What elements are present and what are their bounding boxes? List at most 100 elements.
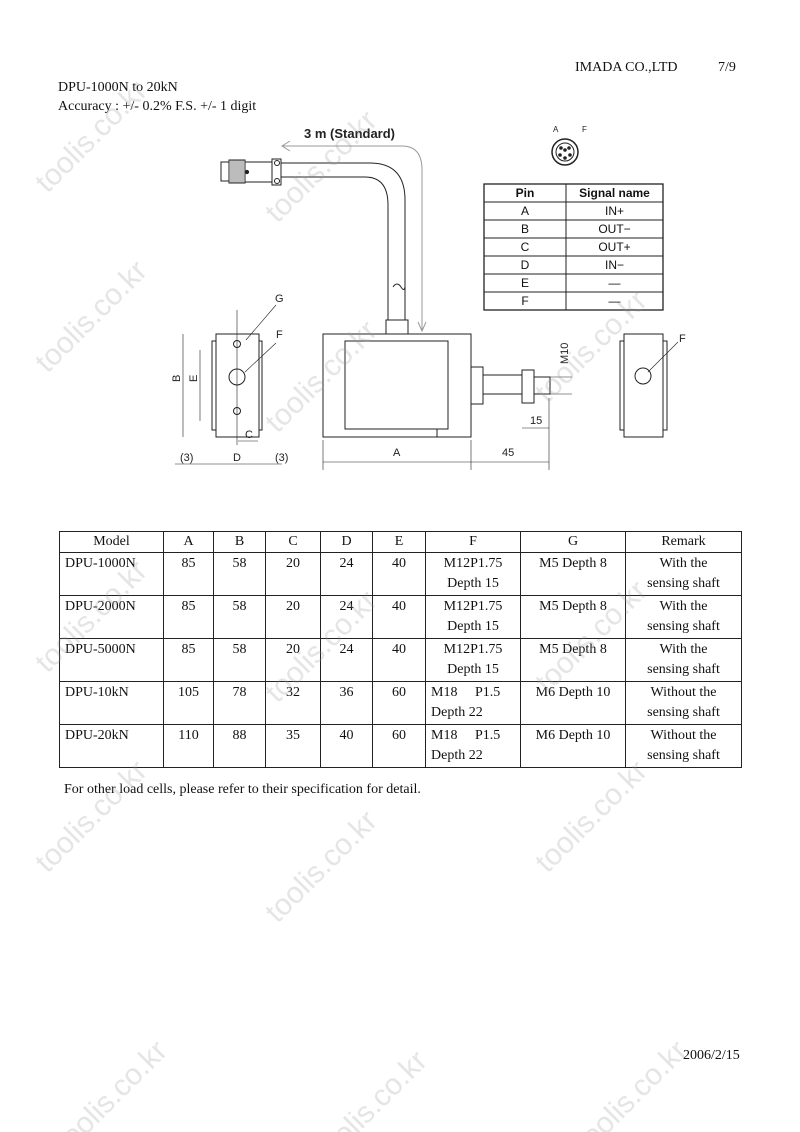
company-name: IMADA CO.,LTD — [575, 60, 678, 75]
cell-text: 20 — [286, 599, 300, 614]
note-text: For other load cells, please refer to th… — [64, 782, 421, 797]
pin-table-cell: — — [609, 276, 621, 290]
watermark: toolis.co.kr — [568, 1034, 694, 1132]
table-cell: 36 — [320, 681, 373, 725]
column-header: D — [320, 531, 373, 553]
cell-text: 35 — [286, 728, 300, 743]
cell-text: M12P1.75 — [443, 599, 503, 614]
cell-text: DPU-2000N — [65, 599, 136, 614]
svg-text:G: G — [275, 293, 284, 305]
column-header: G — [520, 531, 626, 553]
table-cell: DPU-10kN — [59, 681, 164, 725]
table-cell: 35 — [265, 724, 321, 768]
table-cell: 58 — [213, 552, 266, 596]
table-cell: 85 — [163, 552, 214, 596]
cell-text: 32 — [286, 685, 300, 700]
table-cell: M6 Depth 10 — [520, 724, 626, 768]
cable-length-arrow — [282, 145, 423, 330]
connector-icon — [220, 158, 282, 186]
cell-text: M12P1.75 — [443, 556, 503, 571]
column-header: C — [265, 531, 321, 553]
page-number: 7/9 — [718, 60, 736, 75]
table-cell: 60 — [372, 724, 426, 768]
cell-text: 60 — [392, 685, 406, 700]
side-view-left: G F B E C (3) D (3) — [171, 293, 288, 465]
svg-text:B: B — [171, 375, 183, 382]
cell-text: M5 Depth 8 — [539, 642, 607, 657]
pin-table-cell: OUT+ — [598, 240, 630, 254]
cell-text: 58 — [232, 642, 247, 657]
cell-text: 40 — [339, 728, 354, 743]
cable-length-label: 3 m (Standard) — [304, 126, 395, 141]
svg-text:M10: M10 — [559, 343, 571, 364]
cell-text: 36 — [339, 685, 354, 700]
cell-text: 110 — [178, 728, 199, 743]
cell-text: 85 — [181, 556, 196, 571]
svg-text:C: C — [245, 429, 253, 441]
cell-text: DPU-5000N — [65, 642, 136, 657]
table-cell: 78 — [213, 681, 266, 725]
table-cell: 20 — [265, 638, 321, 682]
date-text: 2006/2/15 — [683, 1048, 740, 1063]
pin-table-cell: B — [521, 222, 529, 236]
cell-text: 88 — [232, 728, 247, 743]
table-cell: 40 — [372, 638, 426, 682]
cell-text: 24 — [339, 642, 354, 657]
cell-text: M12P1.75 — [443, 642, 503, 657]
pin-table-cell: IN+ — [605, 204, 624, 218]
svg-text:D: D — [233, 452, 241, 464]
cell-text: M18 P1.5 — [431, 728, 501, 743]
svg-text:(3): (3) — [275, 452, 288, 464]
table-cell: 24 — [320, 638, 373, 682]
cell-text: M6 Depth 10 — [535, 728, 611, 743]
cable — [281, 162, 406, 320]
svg-text:F: F — [679, 333, 686, 345]
cell-text: DPU-20kN — [65, 728, 129, 743]
cell-text: 78 — [232, 685, 247, 700]
connector-face-icon: A F — [551, 125, 587, 166]
table-cell: 24 — [320, 595, 373, 639]
table-cell: 20 — [265, 595, 321, 639]
table-cell: 58 — [213, 595, 266, 639]
watermark: toolis.co.kr — [28, 754, 154, 880]
svg-text:F: F — [582, 125, 587, 134]
cell-text: 85 — [181, 642, 196, 657]
table-cell: 20 — [265, 552, 321, 596]
svg-text:E: E — [188, 375, 200, 382]
cell-text: sensing shaft — [647, 705, 720, 720]
table-cell: M5 Depth 8 — [520, 595, 626, 639]
svg-text:45: 45 — [502, 447, 514, 459]
table-cell: 110 — [163, 724, 214, 768]
cell-text: M5 Depth 8 — [539, 556, 607, 571]
table-cell: 40 — [372, 595, 426, 639]
cell-text: 58 — [232, 599, 247, 614]
column-header: Model — [59, 531, 164, 553]
cell-text: Depth 15 — [447, 662, 499, 677]
cell-text: M18 P1.5 — [431, 685, 501, 700]
load-cell-drawing: 3 m (Standard) A F P — [171, 125, 686, 470]
cell-text: 40 — [392, 599, 406, 614]
cell-text: 40 — [392, 642, 406, 657]
svg-text:A: A — [393, 447, 401, 459]
cell-text: sensing shaft — [647, 576, 720, 591]
cell-text: Depth 22 — [431, 705, 483, 720]
watermark: toolis.co.kr — [308, 1044, 434, 1132]
table-cell: 40 — [372, 552, 426, 596]
load-cell-body: A 45 15 M10 — [322, 333, 572, 470]
cell-text: With the — [659, 556, 708, 571]
watermark: toolis.co.kr — [528, 754, 654, 880]
table-cell: 85 — [163, 595, 214, 639]
